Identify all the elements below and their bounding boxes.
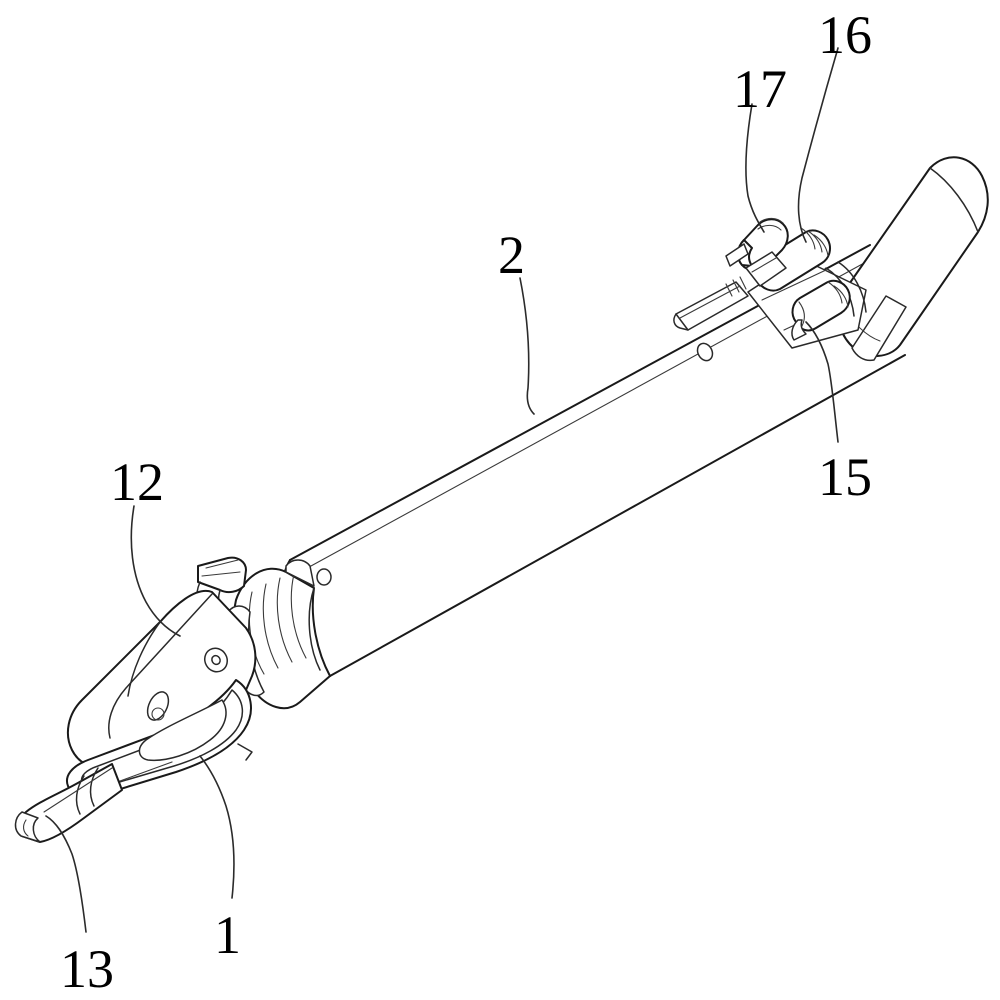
leader-2	[519, 277, 535, 415]
leader-lines	[45, 47, 839, 933]
leader-15	[805, 321, 839, 443]
leader-16	[797, 47, 839, 243]
ref-label-17: 17	[733, 59, 787, 119]
rear-cylinder-housing	[836, 156, 989, 362]
side-port-stub	[673, 276, 749, 331]
leader-12	[130, 505, 181, 637]
leader-13	[45, 815, 87, 933]
ref-label-2: 2	[498, 225, 525, 285]
ref-label-12: 12	[110, 452, 164, 512]
leader-17	[745, 103, 765, 233]
leader-1	[199, 755, 235, 899]
ref-label-16: 16	[818, 5, 872, 65]
elbow-fitting	[725, 217, 789, 287]
nozzle-tip	[14, 763, 123, 843]
lower-valve-fitting	[791, 279, 851, 341]
ref-label-15: 15	[818, 447, 872, 507]
ref-label-13: 13	[60, 939, 114, 999]
ref-label-1: 1	[214, 905, 241, 965]
